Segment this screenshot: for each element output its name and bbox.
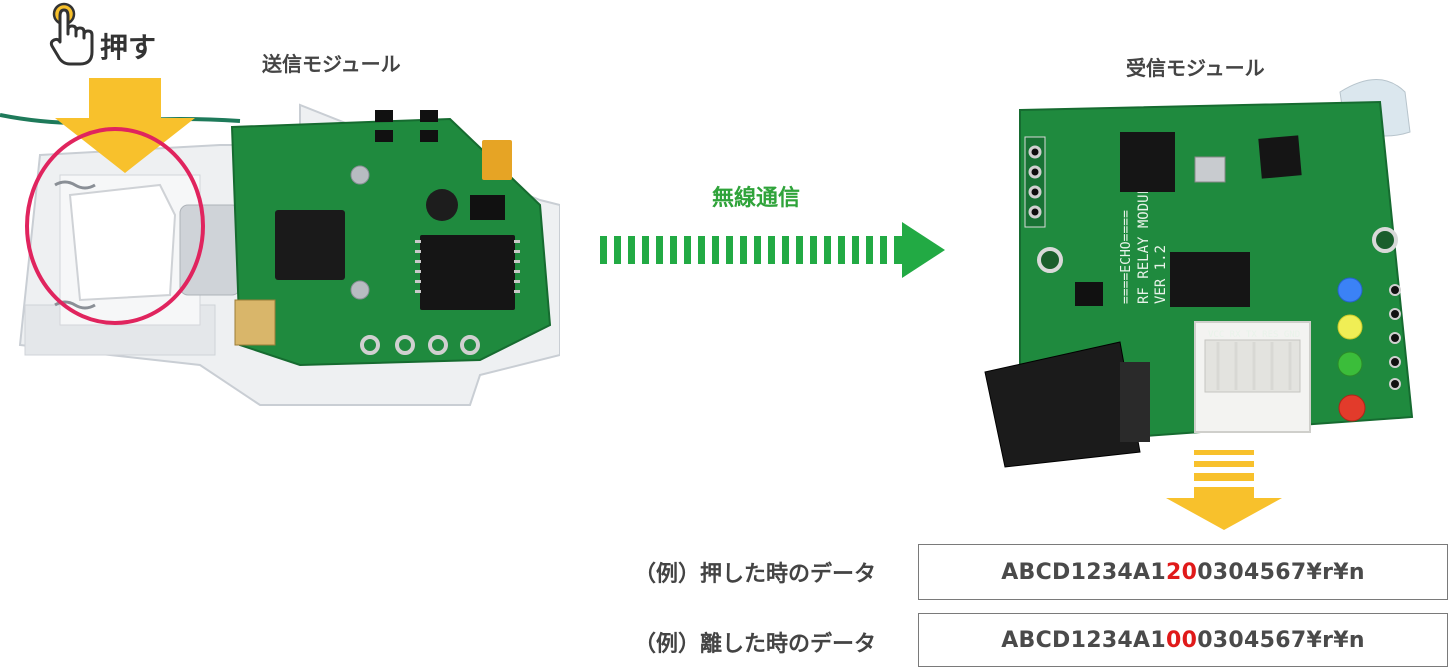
data-suffix: 0304567¥r¥n — [1197, 559, 1365, 585]
receiver-module-image: ====ECHO==== RF RELAY MODULE VER 1.2 D:-… — [980, 72, 1420, 472]
transmitter-module-image — [0, 75, 561, 415]
data-prefix: ABCD1234A1 — [1001, 559, 1166, 585]
wireless-label: 無線通信 — [712, 186, 801, 211]
output-down-arrow — [1166, 450, 1282, 530]
hand-pointer-icon — [48, 2, 96, 68]
status-leds — [1337, 277, 1366, 422]
push-label: 押す — [100, 31, 157, 64]
connector-pin-labels: VCC RX TX RES GND — [1208, 330, 1300, 340]
silkscreen-name: RF RELAY MODULE — [1136, 178, 1152, 304]
silkscreen-brand: ====ECHO==== — [1119, 210, 1134, 304]
example-released-label: （例）離した時のデータ — [634, 632, 877, 657]
data-highlight: 00 — [1165, 627, 1198, 653]
example-pressed-label: （例）押した時のデータ — [634, 562, 877, 587]
transmitter-title: 送信モジュール — [262, 52, 401, 76]
silkscreen-version: VER 1.2 — [1153, 245, 1169, 304]
receiver-title: 受信モジュール — [1126, 56, 1265, 80]
data-suffix: 0304567¥r¥n — [1197, 627, 1365, 653]
button-highlight-circle — [24, 126, 206, 326]
press-down-arrow — [55, 78, 195, 173]
data-highlight: 20 — [1165, 559, 1198, 585]
wireless-arrow — [600, 222, 945, 278]
data-prefix: ABCD1234A1 — [1001, 627, 1166, 653]
